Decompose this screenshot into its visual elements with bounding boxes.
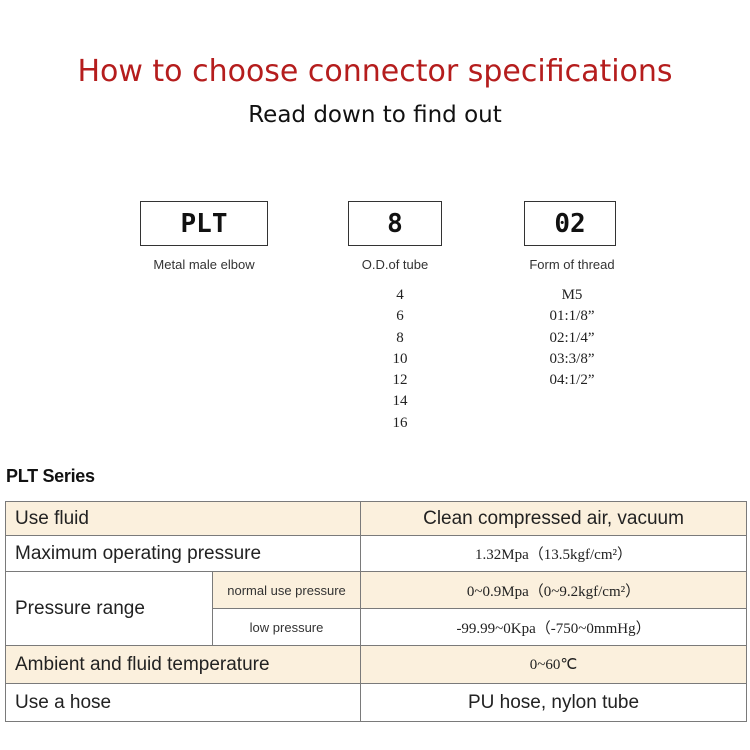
code-label-tube-od: O.D.of tube (361, 257, 429, 272)
row-label-hose: Use a hose (4, 683, 362, 722)
spec-table: Use fluid Clean compressed air, vacuum M… (4, 501, 748, 722)
row-label-max-pressure: Maximum operating pressure (4, 535, 362, 572)
code-label-model: Metal male elbow (153, 257, 255, 272)
page-title: How to choose connector specifications (77, 54, 673, 89)
list-item: 01:1/8” (549, 308, 595, 325)
row-value-low-pressure: -99.99~0Kpa（-750~0mmHg） (360, 608, 748, 646)
list-item: 16 (392, 414, 408, 431)
table-row: Ambient and fluid temperature 0~60℃ (4, 645, 748, 684)
list-item: 02:1/4” (549, 329, 595, 346)
row-value-use-fluid: Clean compressed air, vacuum (360, 501, 748, 536)
list-item: 12 (392, 372, 408, 389)
code-box-thread: 02 (524, 201, 616, 246)
row-value-normal-pressure: 0~0.9Mpa（0~9.2kgf/cm²） (360, 571, 748, 609)
list-item: M5 (561, 287, 583, 303)
list-item: 03:3/8” (549, 350, 595, 367)
table-row: Use fluid Clean compressed air, vacuum (4, 501, 748, 536)
table-row: Use a hose PU hose, nylon tube (4, 683, 748, 722)
row-sublabel-low-pressure: low pressure (211, 608, 362, 646)
thread-form-list: M5 01:1/8” 02:1/4” 03:3/8” 04:1/2” (522, 285, 622, 391)
row-label-pressure-range: Pressure range (5, 571, 213, 646)
row-label-use-fluid: Use fluid (4, 501, 362, 536)
row-value-max-pressure: 1.32Mpa（13.5kgf/cm²） (360, 535, 748, 572)
list-item: 04:1/2” (549, 372, 595, 389)
row-value-temperature: 0~60℃ (360, 645, 748, 684)
list-item: 14 (392, 393, 408, 410)
list-item: 6 (396, 308, 404, 325)
tube-size-list: 4 6 8 10 12 14 16 (360, 285, 440, 434)
code-box-tube-od: 8 (348, 201, 442, 246)
row-value-hose: PU hose, nylon tube (360, 683, 748, 722)
list-item: 4 (396, 287, 404, 303)
code-label-thread: Form of thread (529, 257, 615, 272)
table-row: Maximum operating pressure 1.32Mpa（13.5k… (4, 535, 748, 572)
page-subtitle: Read down to find out (248, 102, 502, 128)
row-label-temperature: Ambient and fluid temperature (4, 645, 362, 684)
list-item: 10 (392, 350, 408, 367)
code-box-model: PLT (140, 201, 268, 246)
row-sublabel-normal-pressure: normal use pressure (211, 571, 362, 609)
table-row: Pressure range normal use pressure 0~0.9… (5, 571, 748, 646)
list-item: 8 (396, 329, 404, 346)
table-row: low pressure -99.99~0Kpa（-750~0mmHg） (6, 608, 748, 646)
series-title: PLT Series (6, 466, 95, 486)
